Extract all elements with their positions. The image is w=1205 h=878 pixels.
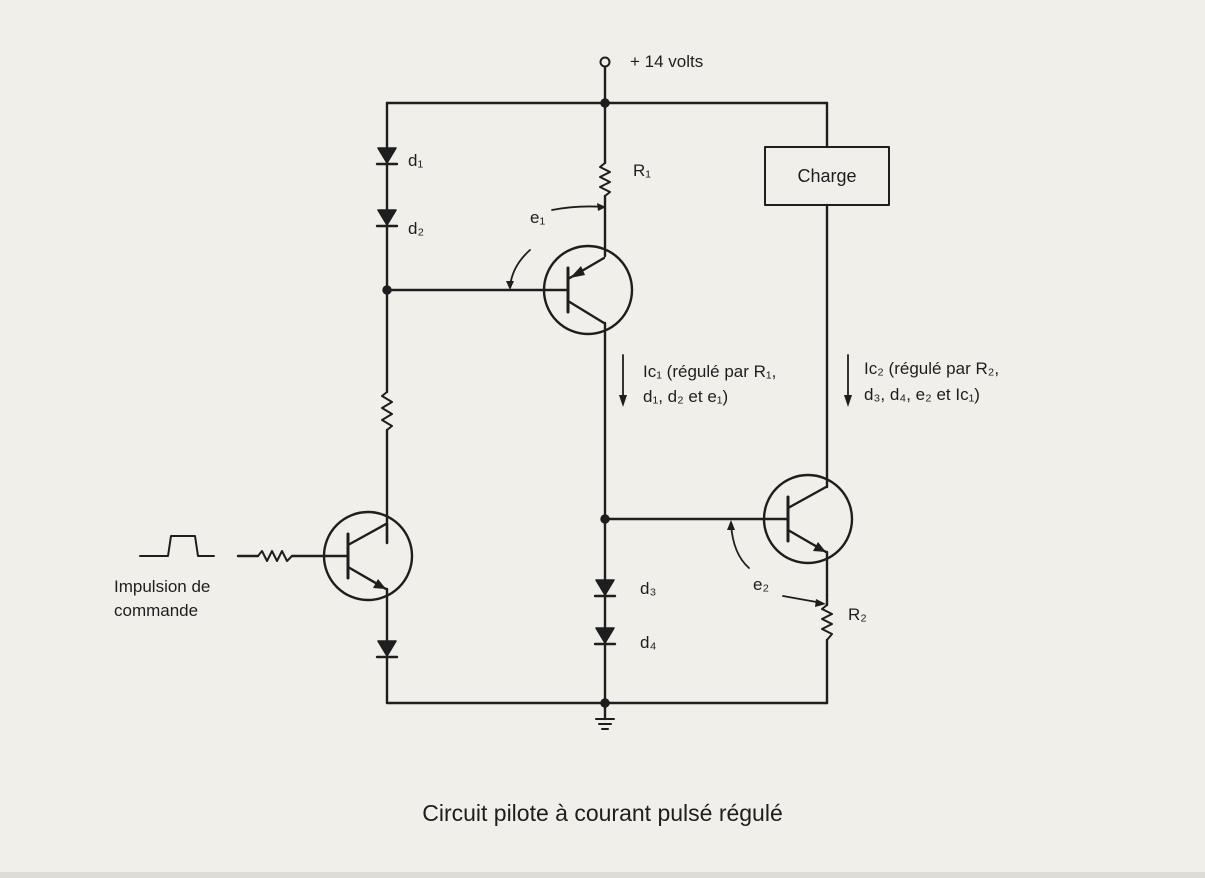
diode-d3 [593,579,617,598]
transistor-q3 [322,510,414,602]
ic1-note-line1: Ic₁ (régulé par R₁, [643,362,777,381]
input-resistor [257,550,293,562]
r1-label: R₁ [633,161,652,180]
diode-d4 [593,627,617,646]
e1-arrowhead-top [597,203,606,211]
d4-label: d₄ [640,633,657,652]
d3-label: d₃ [640,579,657,598]
resistor-r1 [599,162,611,197]
supply-label: + 14 volts [630,52,704,71]
diode-d1 [375,147,399,166]
e1-label: e₁ [530,208,546,227]
e1-arrow-top [551,205,605,211]
transistor-q1 [542,244,634,336]
e1-arrowhead-base [506,281,514,290]
d2-label: d₂ [408,219,425,238]
diagram-caption: Circuit pilote à courant pulsé régulé [422,800,783,826]
left-resistor [381,391,393,431]
e2-label: e₂ [753,575,770,594]
ground-icon [595,718,615,730]
ic2-arrowhead [844,395,852,407]
bottom-scrollbar [0,872,1205,878]
resistor-r2 [821,604,833,641]
ic1-note-line2: d₁, d₂ et e₁) [643,387,729,406]
diode-bottom-left [375,640,399,659]
input-label-line2: commande [114,601,199,620]
e2-arrowhead-r2 [815,599,826,607]
pulse-waveform-icon [139,535,215,557]
e2-arrow-base [730,523,750,569]
supply-terminal [599,56,611,68]
input-label-line1: Impulsion de [114,577,211,596]
e2-arrowhead-base [727,520,735,530]
r2-label: R₂ [848,605,867,624]
d1-label: d₁ [408,151,424,170]
transistor-q2 [762,473,854,565]
ic2-note-line1: Ic₂ (régulé par R₂, [864,359,1000,378]
diode-d2 [375,209,399,228]
ic2-note-line2: d₃, d₄, e₂ et Ic₁) [864,385,980,404]
ic1-arrowhead [619,395,627,407]
load-label: Charge [797,166,857,186]
